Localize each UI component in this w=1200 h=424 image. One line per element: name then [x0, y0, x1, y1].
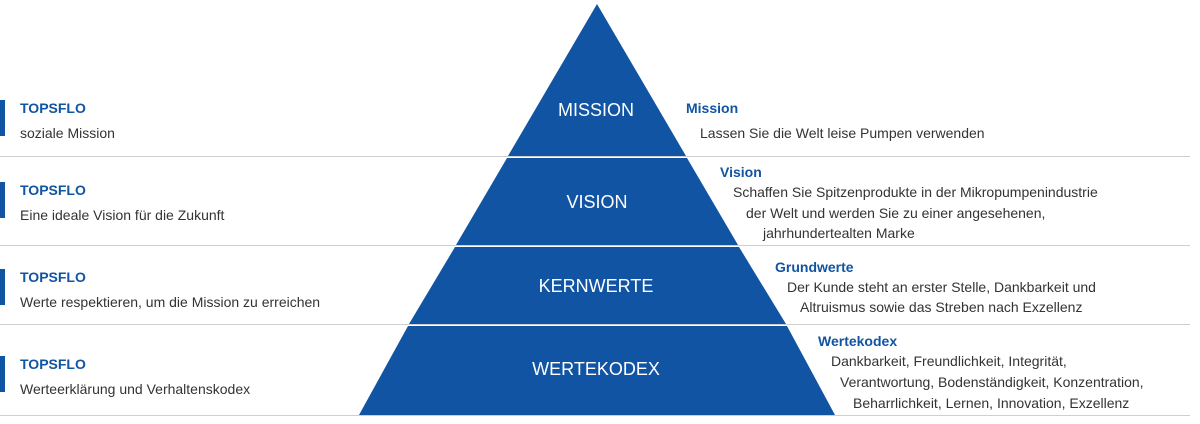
- left-item-description: soziale Mission: [20, 125, 115, 141]
- pyramid-tier-mission: [508, 4, 686, 156]
- right-text-line: Beharrlichkeit, Lernen, Innovation, Exze…: [853, 395, 1130, 411]
- right-title-mission: Mission: [686, 100, 739, 116]
- tier-label-mission: MISSION: [558, 100, 634, 120]
- left-item-description: Werteerklärung und Verhaltenskodex: [20, 381, 251, 397]
- right-text-line: Verantwortung, Bodenständigkeit, Konzent…: [840, 374, 1144, 390]
- accent-bar: [0, 269, 5, 305]
- left-item-title: TOPSFLO: [20, 182, 86, 198]
- divider-line: [0, 324, 1190, 325]
- tier-label-wertekodex: WERTEKODEX: [532, 359, 660, 379]
- right-title-vision: Vision: [720, 164, 762, 180]
- left-item-description: Werte respektieren, um die Mission zu er…: [20, 294, 321, 310]
- left-item-description: Eine ideale Vision für die Zukunft: [20, 207, 225, 223]
- right-text-line: Schaffen Sie Spitzenprodukte in der Mikr…: [733, 184, 1098, 200]
- accent-bar: [0, 100, 5, 136]
- divider-line: [0, 156, 1190, 157]
- pyramid-tier-vision: [456, 158, 738, 245]
- pyramid-tier-kernwerte: [409, 247, 786, 324]
- right-text-line: der Welt und werden Sie zu einer angeseh…: [746, 205, 1046, 221]
- right-text-line: Lassen Sie die Welt leise Pumpen verwend…: [700, 125, 985, 141]
- divider-line: [0, 415, 1190, 416]
- right-text-line: Dankbarkeit, Freundlichkeit, Integrität,: [831, 353, 1067, 369]
- pyramid-tier-wertekodex: [359, 326, 835, 415]
- right-title-grundwerte: Grundwerte: [775, 259, 854, 275]
- right-text-line: Altruismus sowie das Streben nach Exzell…: [800, 299, 1083, 315]
- right-title-wertekodex: Wertekodex: [818, 333, 898, 349]
- left-item-title: TOPSFLO: [20, 269, 86, 285]
- right-text-line: Der Kunde steht an erster Stelle, Dankba…: [787, 279, 1096, 295]
- tier-label-kernwerte: KERNWERTE: [539, 276, 654, 296]
- left-item-title: TOPSFLO: [20, 100, 86, 116]
- accent-bar: [0, 356, 5, 392]
- divider-line: [0, 245, 1190, 246]
- accent-bar: [0, 182, 5, 218]
- right-text-line: jahrhundertealten Marke: [763, 225, 915, 241]
- tier-label-vision: VISION: [566, 192, 627, 212]
- left-item-title: TOPSFLO: [20, 356, 86, 372]
